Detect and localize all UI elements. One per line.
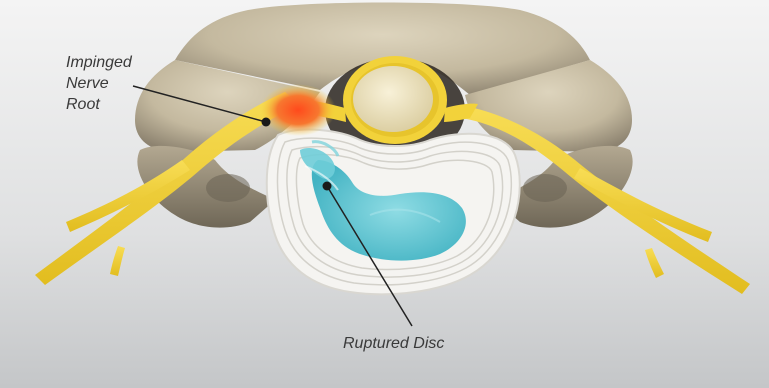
inflamed-nerve-area (260, 84, 336, 136)
left-foramen (206, 174, 250, 202)
impinged-label-line-2: Nerve (66, 73, 132, 94)
right-foramen (523, 174, 567, 202)
impinged-nerve-root-label: Impinged Nerve Root (66, 52, 132, 115)
impinged-callout-dot (262, 118, 271, 127)
impinged-label-line-3: Root (66, 94, 132, 115)
impinged-label-line-1: Impinged (66, 52, 132, 73)
ruptured-callout-dot (323, 182, 332, 191)
ruptured-disc-label: Ruptured Disc (343, 333, 444, 354)
